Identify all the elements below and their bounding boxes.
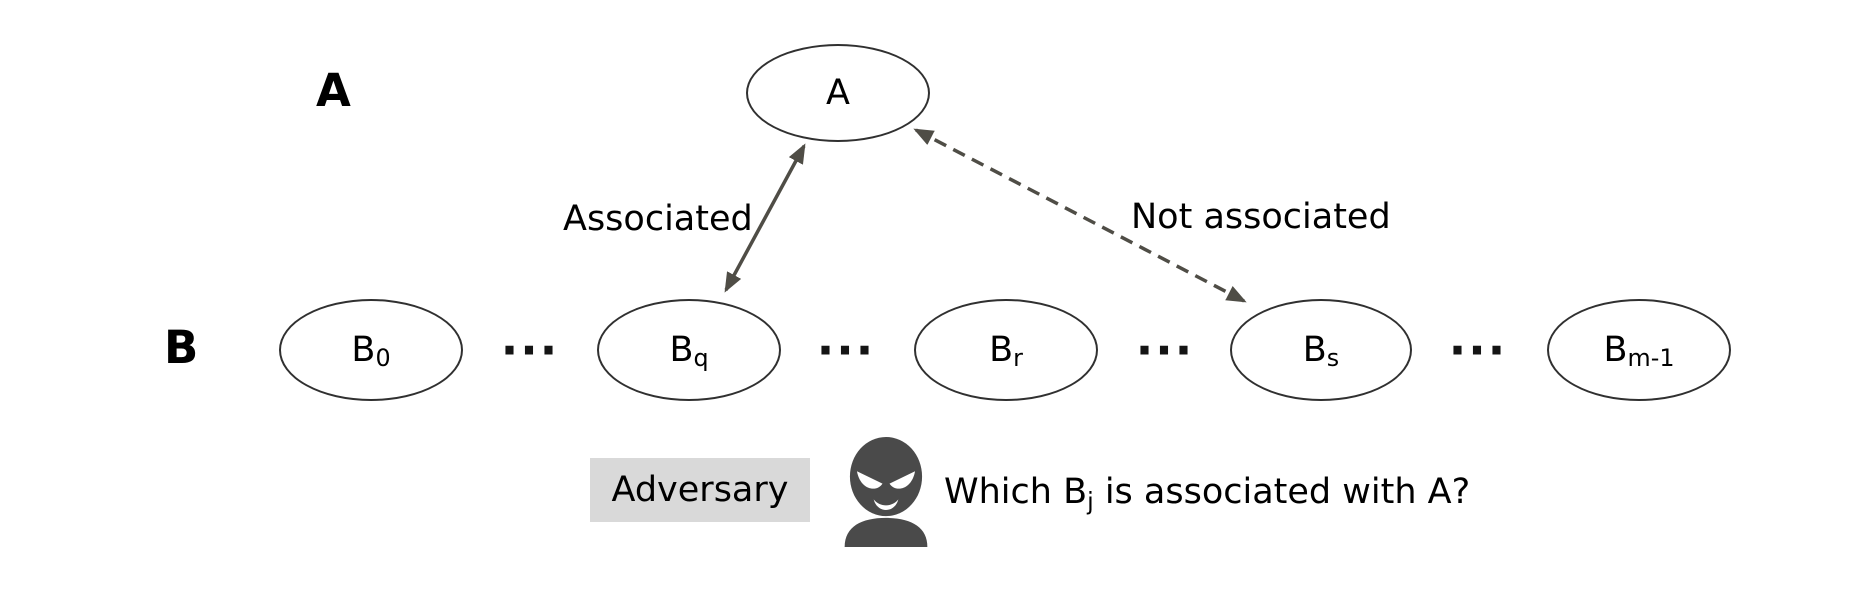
node-Br-label: Br bbox=[989, 329, 1023, 372]
node-Bq: Bq bbox=[597, 299, 781, 401]
node-A: A bbox=[746, 44, 930, 142]
row-label-A: A bbox=[316, 64, 351, 117]
edge-label-not-associated: Not associated bbox=[1131, 197, 1391, 237]
node-Bs-label: Bs bbox=[1302, 329, 1340, 372]
node-Bs: Bs bbox=[1230, 299, 1412, 401]
question-subscript: j bbox=[1087, 487, 1094, 516]
node-Bm1: Bm-1 bbox=[1547, 299, 1731, 401]
node-Bq-label: Bq bbox=[669, 329, 709, 372]
question-suffix: is associated with A? bbox=[1093, 472, 1471, 512]
edge-label-associated: Associated bbox=[563, 199, 753, 239]
node-B0-label: B0 bbox=[351, 329, 391, 372]
robber-balaclava-icon bbox=[844, 436, 928, 547]
adversary-box: Adversary bbox=[590, 458, 810, 522]
adversary-question: Which Bj is associated with A? bbox=[944, 472, 1471, 514]
node-A-label: A bbox=[826, 72, 850, 113]
ellipsis-dots: ··· bbox=[1448, 323, 1508, 377]
node-Br: Br bbox=[914, 299, 1098, 401]
adversary-label: Adversary bbox=[611, 470, 789, 510]
ellipsis-dots: ··· bbox=[816, 323, 876, 377]
node-B0: B0 bbox=[279, 299, 463, 401]
node-Bm1-label: Bm-1 bbox=[1603, 329, 1675, 372]
row-label-B: B bbox=[164, 321, 199, 374]
question-prefix: Which B bbox=[944, 472, 1088, 512]
ellipsis-dots: ··· bbox=[500, 323, 560, 377]
ellipsis-dots: ··· bbox=[1135, 323, 1195, 377]
